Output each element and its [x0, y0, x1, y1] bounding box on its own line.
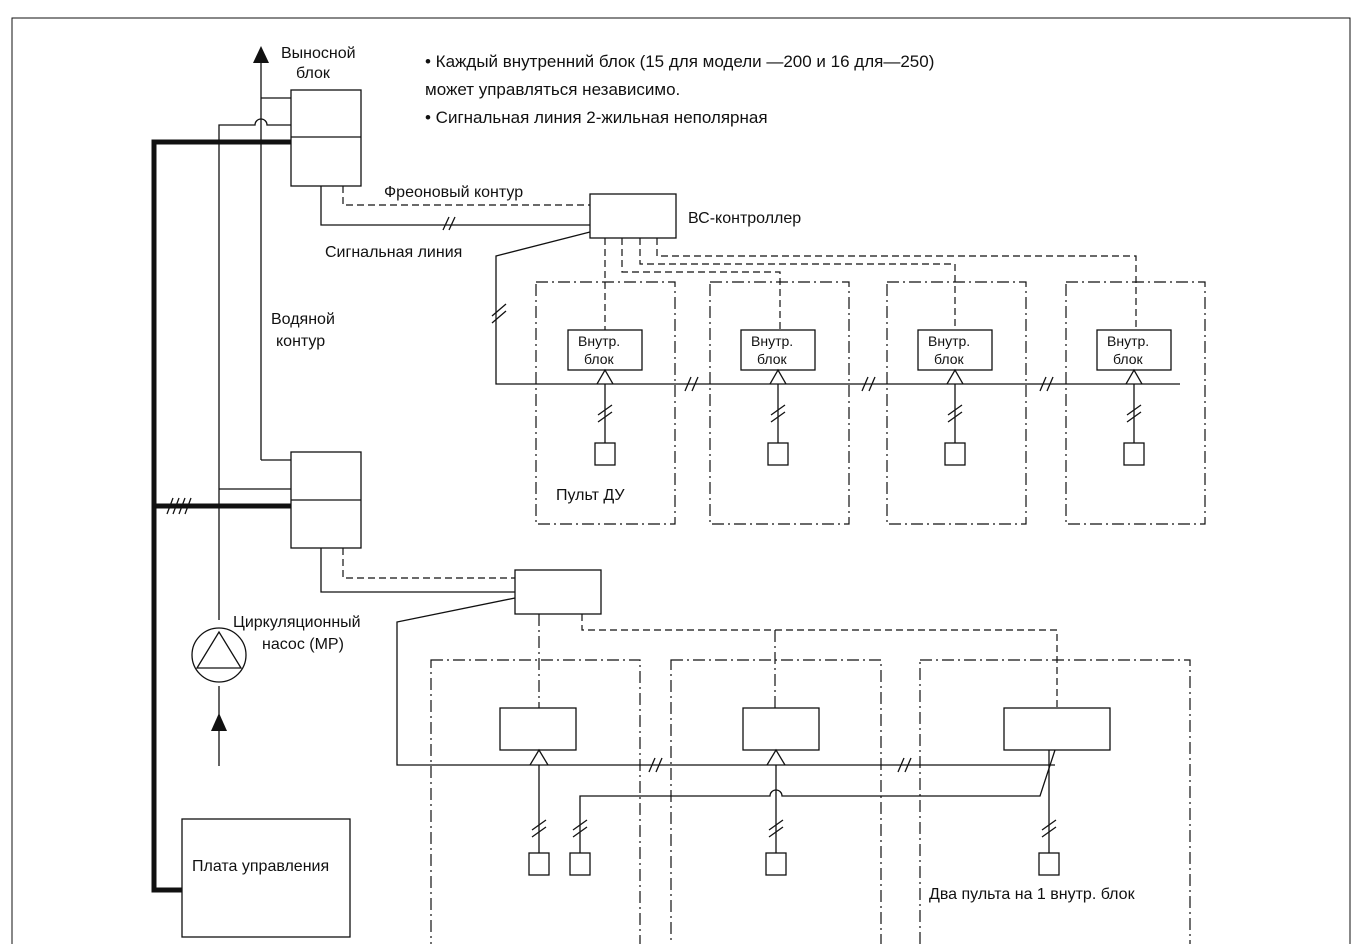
upper-zones	[535, 281, 1206, 525]
remote-control-icon	[767, 442, 789, 466]
indoor-unit-4: Внутр. блок	[1096, 329, 1172, 371]
upper-remotes	[594, 368, 1145, 466]
pump-label-2: насос (МР)	[262, 636, 344, 653]
svg-text:Внутр.: Внутр.	[928, 333, 970, 349]
bc-controller-top	[589, 193, 677, 239]
outdoor-unit-bottom	[290, 451, 362, 549]
svg-text:блок: блок	[584, 351, 615, 367]
refrigerant-line-top	[320, 186, 590, 226]
svg-text:блок: блок	[934, 351, 965, 367]
control-board	[181, 818, 351, 938]
remote-control-icon	[594, 442, 616, 466]
freon-line-bottom	[342, 548, 515, 579]
lower-zones	[430, 659, 1191, 944]
pump-label-1: Циркуляционный	[233, 614, 361, 631]
signal-line-label: Сигнальная линия	[325, 244, 462, 261]
remote-control-icon	[944, 442, 966, 466]
svg-text:блок: блок	[757, 351, 788, 367]
remote-control-icon	[1038, 852, 1060, 876]
freon-circuit-label: Фреоновый контур	[384, 184, 523, 201]
indoor-unit-3: Внутр. блок	[917, 329, 993, 371]
outlet-arrow-icon	[253, 46, 269, 63]
outdoor-unit-top	[290, 89, 362, 187]
water-circuit-label-1: Водяной	[271, 311, 335, 328]
control-board-label: Плата управления	[192, 858, 329, 875]
remote-control-icon	[765, 852, 787, 876]
lower-remotes	[528, 748, 1060, 876]
bc-controller-label: ВС-контроллер	[688, 210, 801, 227]
indoor-unit-6	[742, 707, 820, 751]
svg-text:блок: блок	[1113, 351, 1144, 367]
indoor-unit-1: Внутр. блок	[567, 329, 643, 371]
freon-line-top	[342, 186, 590, 206]
bc-branches-bottom	[538, 614, 1058, 708]
remote-control-icon	[528, 852, 550, 876]
control-board-line	[151, 139, 291, 893]
circulation-pump-icon	[191, 627, 247, 683]
indoor-unit-2: Внутр. блок	[740, 329, 816, 371]
remote-control-label: Пульт ДУ	[556, 487, 625, 504]
svg-text:Внутр.: Внутр.	[578, 333, 620, 349]
bc-controller-bottom	[514, 569, 602, 615]
diagram-frame	[11, 17, 1351, 944]
water-circuit-lines	[211, 46, 291, 766]
indoor-unit-7	[1003, 707, 1111, 751]
bc-branches-top	[604, 238, 1137, 330]
remote-control-icon	[1123, 442, 1145, 466]
two-remotes-label: Два пульта на 1 внутр. блок	[929, 886, 1136, 903]
refrigerant-line-bottom	[320, 548, 515, 593]
outdoor-unit-label-2: блок	[296, 65, 331, 82]
indoor-unit-5	[499, 707, 577, 751]
water-circuit-label-2: контур	[276, 333, 325, 350]
outdoor-unit-label-1: Выносной	[281, 45, 356, 62]
svg-text:Внутр.: Внутр.	[1107, 333, 1149, 349]
note-line-1: • Каждый внутренний блок (15 для модели …	[425, 52, 934, 71]
svg-text:Внутр.: Внутр.	[751, 333, 793, 349]
remote-control-icon	[569, 852, 591, 876]
signal-line-bottom	[396, 597, 1055, 766]
note-line-2: может управляться независимо.	[425, 80, 680, 99]
inlet-arrow-icon	[211, 713, 227, 731]
note-line-3: • Сигнальная линия 2-жильная неполярная	[425, 108, 768, 127]
